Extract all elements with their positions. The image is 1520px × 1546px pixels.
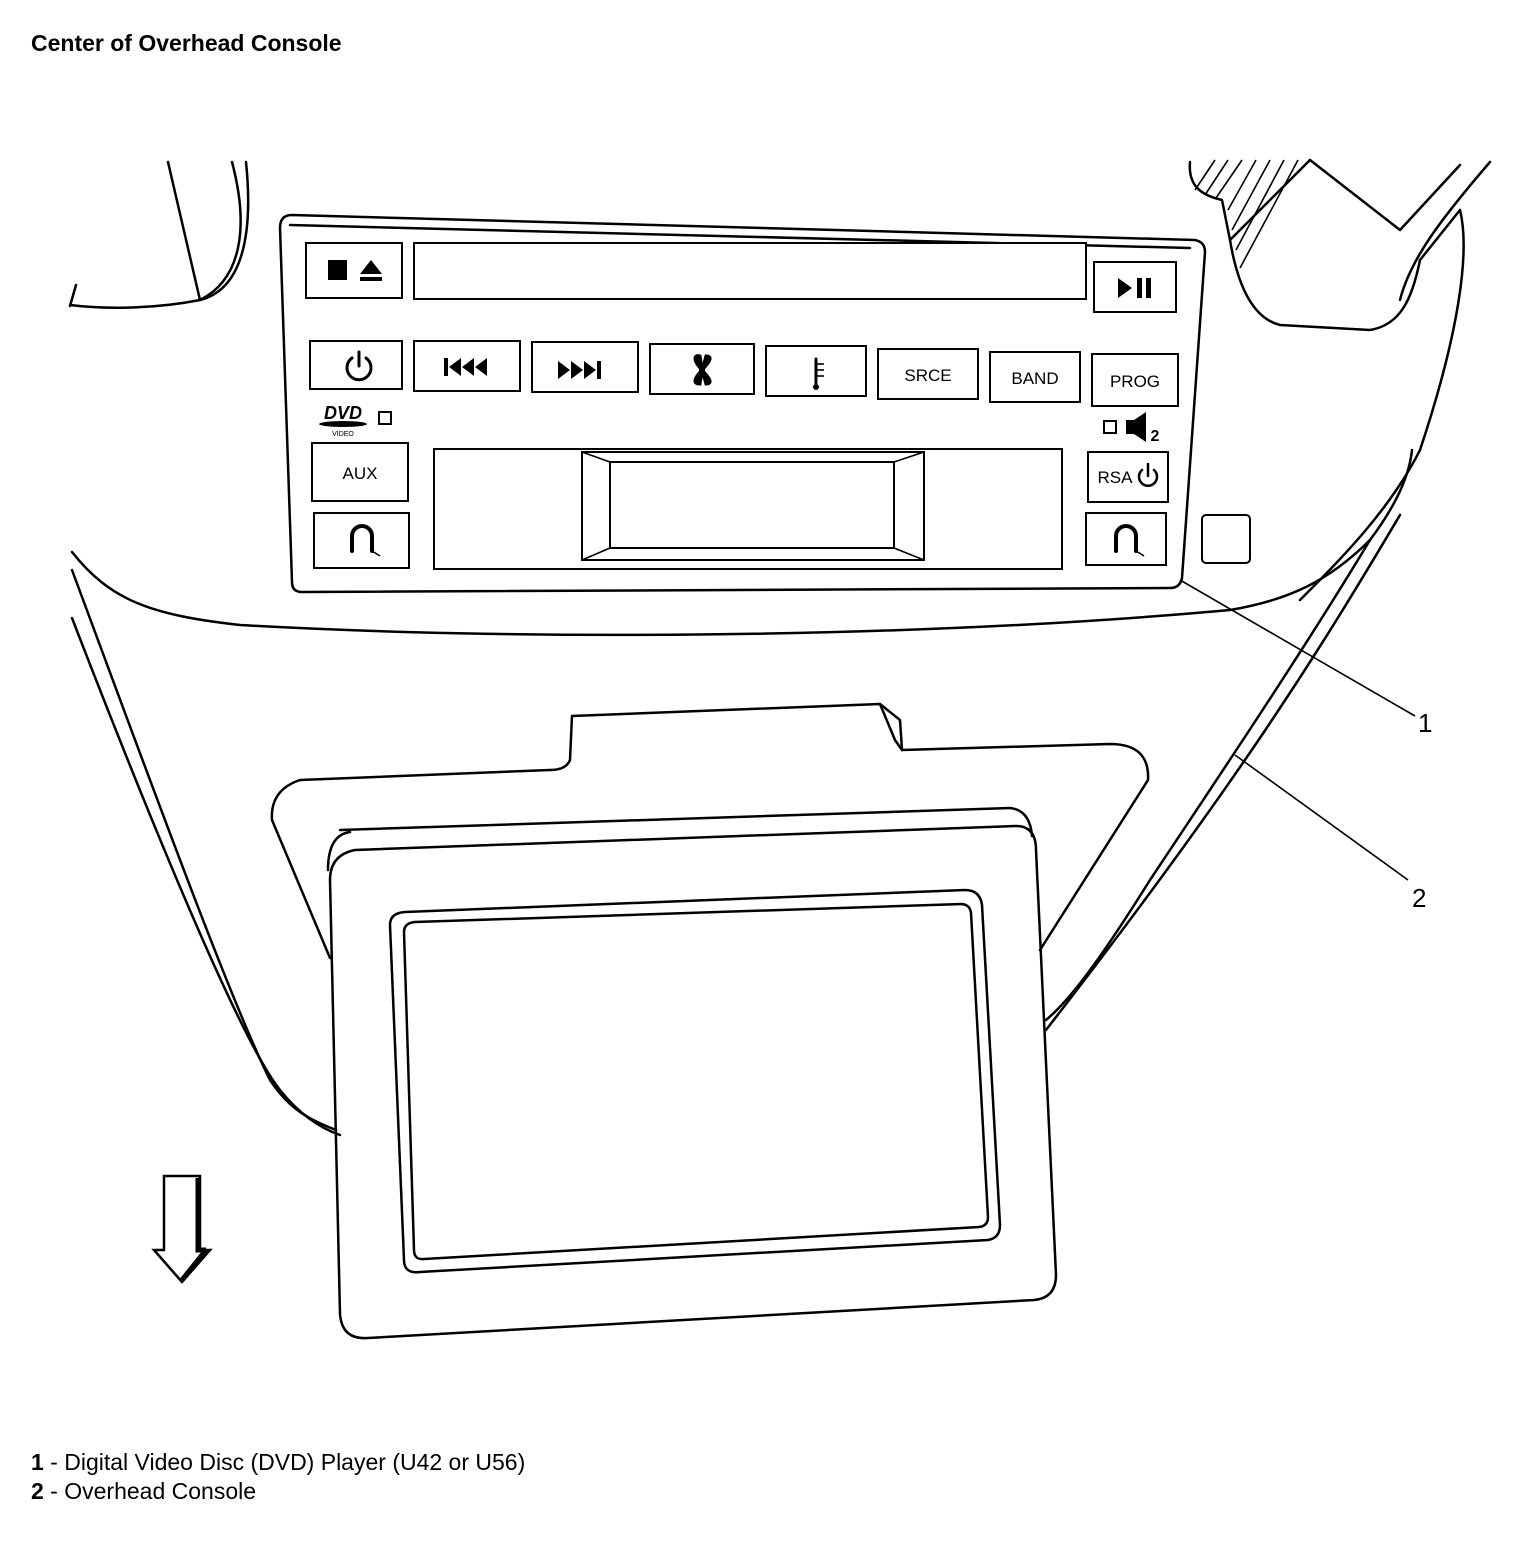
legend-item-separator: - (43, 1449, 65, 1475)
legend: 1 - Digital Video Disc (DVD) Player (U42… (31, 1448, 525, 1506)
rsa-button-label: RSA (1098, 468, 1134, 487)
center-display-housing (433, 448, 1063, 570)
flip-down-monitor-bezel (270, 702, 1150, 960)
left-trim-outline (68, 160, 250, 309)
legend-item-text: Overhead Console (64, 1478, 257, 1504)
prog-button-label: PROG (1110, 372, 1160, 391)
source-button-label: SRCE (904, 366, 951, 385)
monitor-screen (388, 888, 1002, 1274)
aux-button[interactable]: AUX (311, 442, 409, 502)
prog-button[interactable]: PROG (1091, 353, 1179, 407)
rsa-indicator-led (1103, 420, 1117, 434)
fan-icon[interactable] (649, 343, 755, 395)
legend-item-number: 1 (31, 1449, 44, 1475)
dome-light-switch[interactable] (1201, 514, 1251, 564)
disc-slot (413, 242, 1087, 300)
callout-2: 2 (1234, 754, 1426, 913)
band-button[interactable]: BAND (989, 351, 1081, 403)
speaker-icon: 2 (1126, 412, 1160, 445)
dvd-logo: DVD VIDEO (319, 403, 367, 438)
previous-track-button[interactable] (413, 340, 521, 392)
stop-eject-button[interactable] (305, 242, 403, 299)
callout-1: 1 (1179, 579, 1432, 738)
callout-1-number: 1 (1418, 708, 1432, 738)
speaker-zone-number: 2 (1151, 428, 1160, 445)
aux-button-label: AUX (343, 464, 378, 483)
overhead-console-outline (70, 448, 1414, 1137)
dvd-logo-sub: VIDEO (332, 431, 354, 438)
rsa-power-button[interactable]: RSA (1087, 451, 1169, 503)
power-button[interactable] (309, 340, 403, 390)
page-title: Center of Overhead Console (31, 30, 342, 56)
legend-item-text: Digital Video Disc (DVD) Player (U42 or … (64, 1449, 526, 1475)
temperature-icon[interactable] (765, 345, 867, 397)
monitor-housing (326, 806, 1058, 1340)
next-track-button[interactable] (531, 341, 639, 393)
play-pause-button[interactable] (1093, 261, 1177, 313)
source-button[interactable]: SRCE (877, 348, 979, 400)
right-headphone-jack[interactable] (1085, 512, 1167, 566)
right-trim-outline (1188, 158, 1492, 602)
legend-item-separator: - (43, 1478, 65, 1504)
band-button-label: BAND (1011, 369, 1058, 388)
legend-item-number: 2 (31, 1478, 44, 1504)
left-headphone-jack[interactable] (313, 512, 410, 569)
callout-2-number: 2 (1412, 883, 1426, 913)
legend-item: 1 - Digital Video Disc (DVD) Player (U42… (31, 1448, 525, 1477)
legend-item: 2 - Overhead Console (31, 1477, 525, 1506)
dvd-logo-mark: DVD (324, 403, 362, 423)
dvd-indicator-led (378, 411, 392, 425)
down-arrow-icon (151, 1174, 213, 1284)
